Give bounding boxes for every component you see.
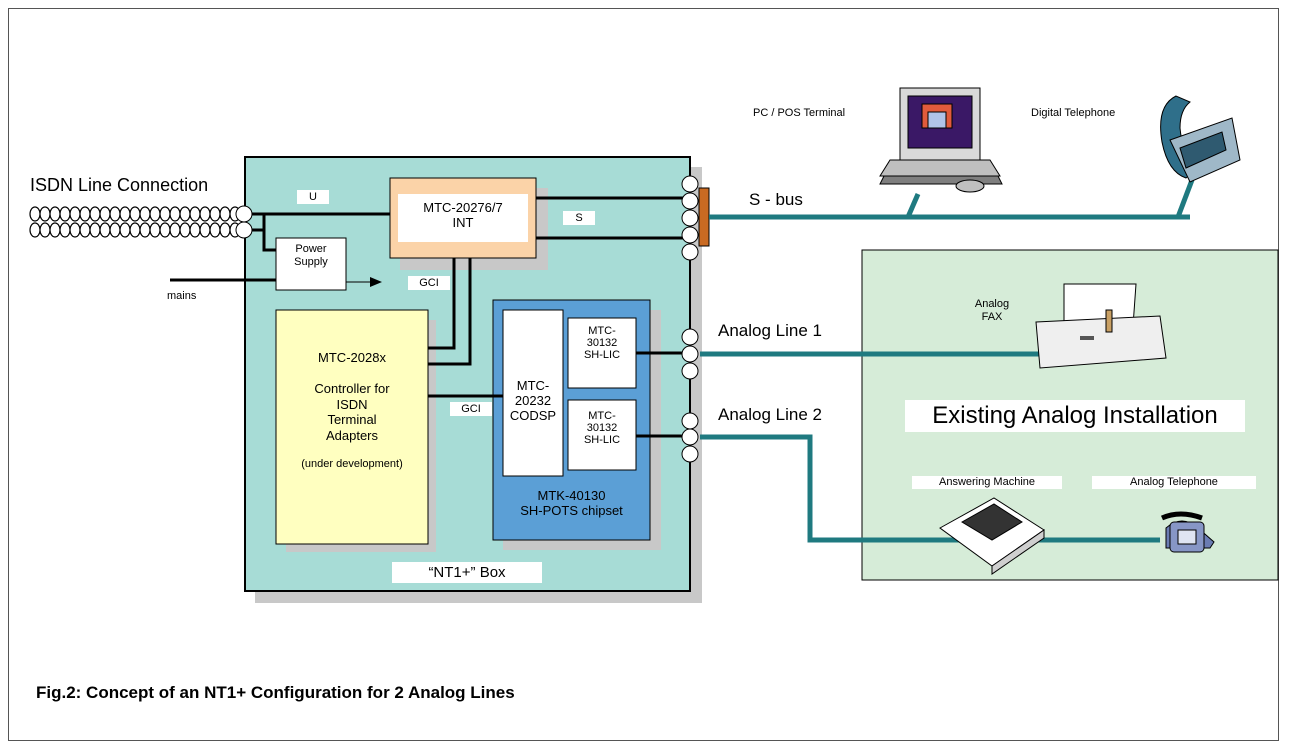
lic1-chip (567, 317, 637, 389)
int-chip-label: MTC-20276/7 INT (398, 194, 528, 242)
nt1-box-label: “NT1+” Box (392, 562, 542, 584)
codsp-chip (502, 309, 564, 477)
gci-label-bottom: GCI (450, 402, 492, 416)
isdn-jacks (235, 205, 253, 239)
power-supply-box (275, 237, 347, 291)
analog-line2-label: Analog Line 2 (718, 405, 822, 424)
lic2-chip (567, 399, 637, 471)
isdn-line-coil (29, 206, 241, 238)
analog-telephone-icon (1160, 511, 1215, 553)
lic1-label: MTC- 30132 SH-LIC (583, 325, 621, 361)
existing-installation-label: Existing Analog Installation (905, 400, 1245, 432)
digital-phone-label: Digital Telephone (1031, 107, 1116, 119)
controller-note: (under development) (301, 458, 403, 470)
pc-terminal-icon (879, 87, 1003, 193)
mains-label: mains (167, 290, 197, 302)
codsp-label: MTC- 20232 CODSP (509, 378, 557, 423)
pc-label: PC / POS Terminal (753, 107, 846, 119)
gci-label-top: GCI (408, 276, 450, 290)
right-jacks (681, 175, 699, 463)
power-supply-label: Power Supply (294, 243, 328, 268)
analog-telephone-label: Analog Telephone (1092, 476, 1256, 489)
controller-label: MTC-2028x Controller for ISDN Terminal A… (314, 350, 390, 443)
figure-caption: Fig.2: Concept of an NT1+ Configuration … (36, 683, 515, 702)
s-bus-label: S - bus (749, 190, 803, 209)
u-label: U (297, 190, 329, 204)
internal-wiring (170, 196, 690, 438)
controller-box (275, 309, 429, 545)
fax-label: Analog FAX (974, 298, 1010, 323)
answering-machine-label: Answering Machine (912, 476, 1062, 489)
fax-icon (1035, 283, 1167, 369)
s-label: S (563, 211, 595, 225)
answering-machine-icon (939, 497, 1045, 575)
digital-telephone-icon (1160, 95, 1241, 183)
s-bus-connector (698, 187, 710, 247)
power-arrow (346, 277, 382, 287)
analog-line1-label: Analog Line 1 (718, 321, 822, 340)
isdn-line-label: ISDN Line Connection (30, 175, 209, 195)
lic2-label: MTC- 30132 SH-LIC (583, 410, 621, 446)
chipset-label: MTK-40130 SH-POTS chipset (520, 488, 623, 518)
